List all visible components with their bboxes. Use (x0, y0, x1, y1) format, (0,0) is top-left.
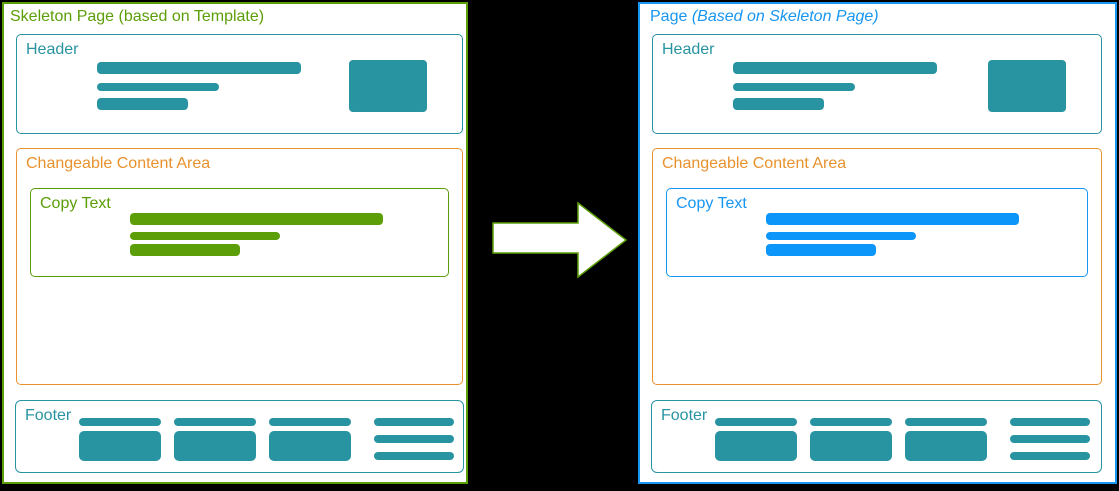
changeable-content-area-box: Changeable Content Area Copy Text (652, 148, 1102, 385)
header-box: Header (652, 34, 1102, 134)
header-text-bar (97, 98, 188, 110)
header-label: Header (662, 41, 715, 58)
changeable-content-area-label: Changeable Content Area (26, 155, 211, 172)
copy-text-label: Copy Text (40, 195, 111, 212)
footer-heading-bar (905, 418, 987, 426)
copy-text-box: Copy Text (666, 188, 1088, 277)
changeable-content-area-label: Changeable Content Area (662, 155, 847, 172)
footer-box: Footer (651, 400, 1102, 473)
copy-text-box: Copy Text (30, 188, 449, 277)
footer-image-placeholder (715, 431, 797, 461)
footer-label: Footer (25, 407, 72, 424)
skeleton-page-title-text: Skeleton Page (based on Template) (10, 8, 265, 25)
changeable-content-area-box: Changeable Content Area Copy Text (16, 148, 463, 385)
skeleton-page-panel: Skeleton Page (based on Template) Header… (2, 2, 468, 484)
page-panel: Page (Based on Skeleton Page) Header Cha… (638, 2, 1117, 484)
footer-text-line (374, 418, 454, 426)
page-title-emphasis: (Based on Skeleton Page) (691, 8, 879, 25)
footer-text-line (1010, 418, 1090, 426)
header-box: Header (16, 34, 463, 134)
copy-line-bar (130, 213, 383, 225)
copy-text-label: Copy Text (676, 195, 747, 212)
header-subtitle-bar (733, 83, 855, 91)
footer-image-placeholder (810, 431, 892, 461)
header-label: Header (26, 41, 79, 58)
footer-column (79, 418, 161, 461)
header-image-placeholder (988, 60, 1066, 112)
footer-column (905, 418, 987, 461)
footer-image-placeholder (905, 431, 987, 461)
footer-links-column (374, 418, 454, 469)
footer-column (810, 418, 892, 461)
footer-image-placeholder (79, 431, 161, 461)
arrow-right-icon (492, 201, 628, 279)
footer-text-line (1010, 452, 1090, 460)
footer-image-placeholder (269, 431, 351, 461)
header-title-bar (97, 62, 301, 74)
skeleton-page-title: Skeleton Page (based on Template) (10, 7, 264, 27)
footer-heading-bar (79, 418, 161, 426)
header-image-placeholder (349, 60, 427, 112)
footer-heading-bar (174, 418, 256, 426)
footer-label: Footer (661, 407, 708, 424)
copy-line-bar (130, 232, 280, 240)
footer-column (269, 418, 351, 461)
footer-text-line (374, 452, 454, 460)
footer-heading-bar (715, 418, 797, 426)
copy-line-bar (766, 232, 916, 240)
copy-line-bar (130, 244, 240, 256)
footer-heading-bar (269, 418, 351, 426)
header-subtitle-bar (97, 83, 219, 91)
copy-line-bar (766, 213, 1019, 225)
header-title-bar (733, 62, 937, 74)
header-text-bar (733, 98, 824, 110)
page-title-text: Page (650, 8, 692, 25)
footer-links-column (1010, 418, 1090, 469)
page-title: Page (Based on Skeleton Page) (650, 7, 879, 27)
footer-text-line (374, 435, 454, 443)
footer-column (174, 418, 256, 461)
footer-heading-bar (810, 418, 892, 426)
copy-line-bar (766, 244, 876, 256)
footer-column (715, 418, 797, 461)
footer-text-line (1010, 435, 1090, 443)
footer-box: Footer (15, 400, 464, 473)
footer-image-placeholder (174, 431, 256, 461)
